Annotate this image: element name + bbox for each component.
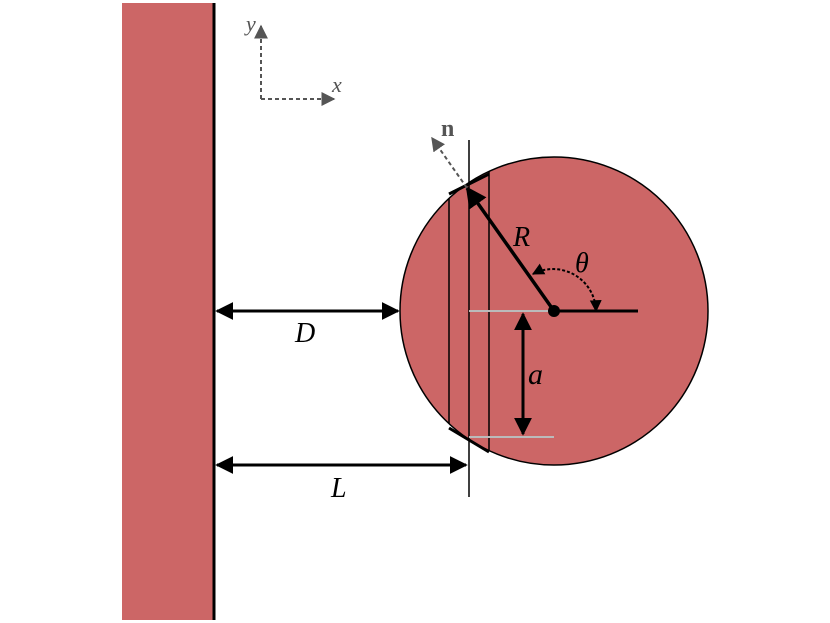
radius-label: R [512, 222, 530, 253]
normal-label: n [441, 116, 454, 142]
gap-label: D [294, 318, 315, 349]
half-width-label: a [528, 358, 543, 391]
normal-arrow [431, 136, 468, 189]
distance-label: L [330, 473, 347, 504]
x-axis-label: x [331, 72, 342, 97]
center-point [548, 305, 560, 317]
y-axis-label: y [244, 11, 256, 36]
tilted-face-bottom [448, 426, 490, 454]
wall [122, 3, 214, 620]
theta-arc [531, 263, 602, 313]
theta-label: θ [575, 248, 589, 279]
tilted-face-top [448, 172, 490, 196]
